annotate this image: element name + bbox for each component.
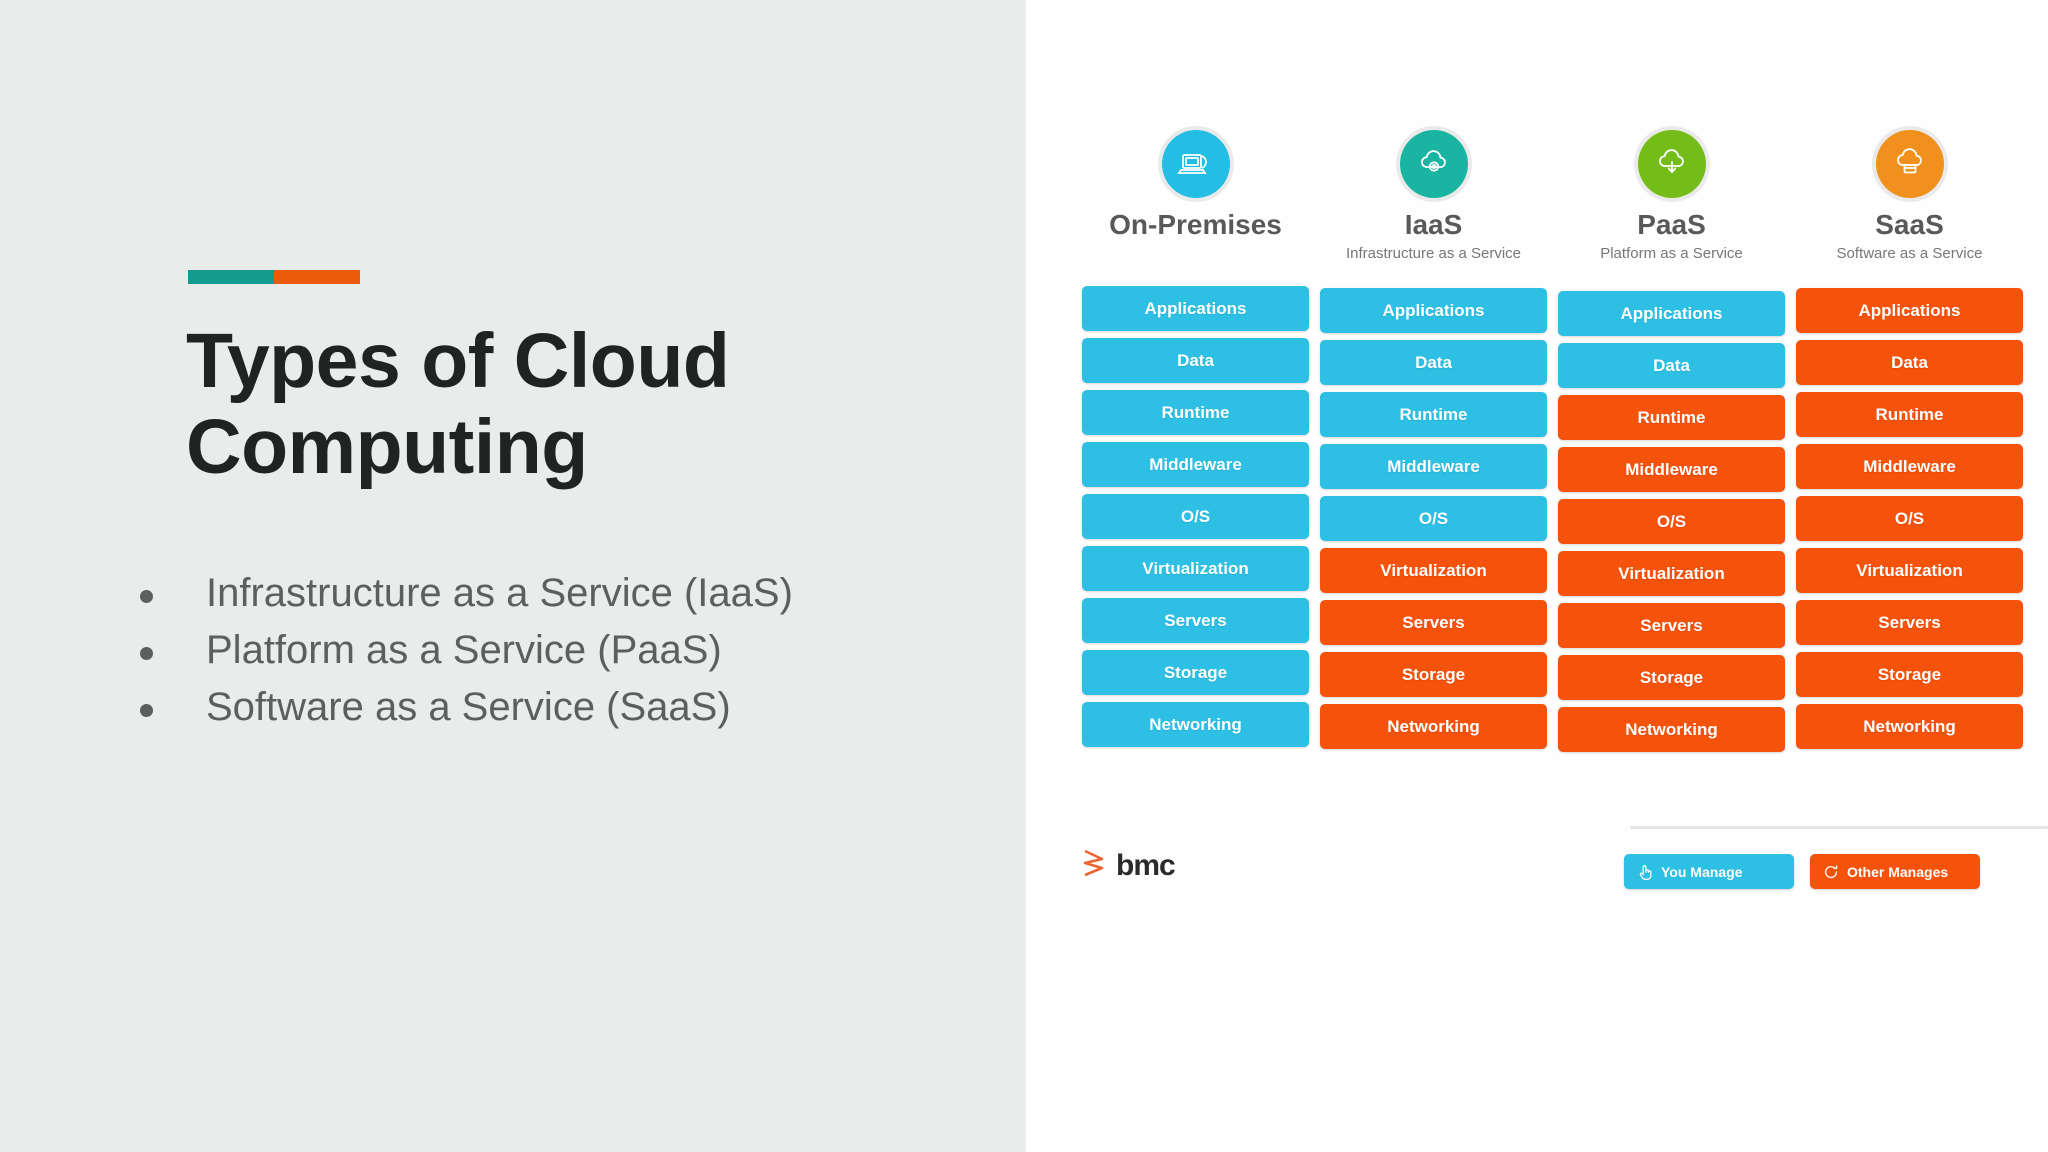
column-subtitle: Infrastructure as a Service [1345,244,1522,262]
bullet-list: Infrastructure as a Service (IaaS) Platf… [140,571,980,744]
bmc-wordmark: bmc [1116,848,1176,882]
layer-cell: Storage [1558,655,1785,700]
column-header-saas: SaaS Software as a Service [1796,130,2023,264]
layer-cell: Networking [1320,704,1547,749]
layer-cell: Applications [1320,288,1547,333]
layer-cell: Middleware [1082,442,1309,487]
hand-pointer-icon [1636,863,1654,881]
cloud-gear-icon [1399,130,1468,198]
bullet-dot-icon [140,647,153,661]
layer-cell: Storage [1082,650,1309,695]
layer-cell: Servers [1558,603,1785,648]
page-title: Types of Cloud Computing [186,318,730,491]
layer-cell: Data [1082,338,1309,383]
list-item-label: Software as a Service (SaaS) [206,685,731,730]
layer-cell: Virtualization [1082,546,1309,591]
column-title: On-Premises [1109,209,1282,240]
server-monitor-icon [1161,130,1230,198]
layer-cell: Middleware [1558,447,1785,492]
layer-cell: Servers [1320,600,1547,645]
accent-bar-teal-segment [188,270,274,284]
column-subtitle [1082,246,1309,264]
legend-divider [1630,826,2048,829]
list-item-label: Infrastructure as a Service (IaaS) [206,571,793,615]
legend-label: You Manage [1661,863,1743,880]
layer-cell: Middleware [1320,444,1547,489]
layer-cell: Servers [1796,600,2023,645]
column-title: SaaS [1875,209,1944,240]
list-item-label: Platform as a Service (PaaS) [206,628,722,673]
column-subtitle: Software as a Service [1836,244,1983,262]
column-header-paas: PaaS Platform as a Service [1558,130,1785,264]
layer-cell: Applications [1082,286,1309,331]
layer-cell: Networking [1558,707,1785,752]
accent-bar-orange-segment [274,270,360,284]
column-title: IaaS [1404,209,1463,240]
layer-cell: Servers [1082,598,1309,643]
legend-item-other-manages: Other Manages [1810,854,1980,889]
layer-cell: Runtime [1558,395,1785,440]
column-subtitle: Platform as a Service [1600,244,1743,262]
column-title: PaaS [1637,209,1706,240]
layer-cell: Virtualization [1796,548,2023,593]
layer-cell: Runtime [1320,392,1547,437]
refresh-circle-icon [1822,863,1840,881]
diagram-column-headers: On-Premises IaaS Infrastructure as a Ser… [1082,130,2048,264]
layer-cell: O/S [1558,499,1785,544]
cloud-service-model-diagram: On-Premises IaaS Infrastructure as a Ser… [1082,0,2048,1080]
column-header-on-premises: On-Premises [1082,130,1309,264]
bullet-dot-icon [140,590,153,603]
layer-cell: O/S [1082,494,1309,539]
layer-cell: Data [1796,340,2023,385]
accent-bar [188,270,360,284]
layer-cell: Virtualization [1558,551,1785,596]
column-header-iaas: IaaS Infrastructure as a Service [1320,130,1547,264]
list-item: Infrastructure as a Service (IaaS) [140,571,980,615]
layer-cell: O/S [1796,496,2023,541]
layer-cell: Networking [1082,702,1309,747]
legend: You Manage Other Manages [1624,854,1980,889]
bmc-mark-icon [1082,848,1108,883]
bullet-dot-icon [140,704,153,718]
layer-cell: Virtualization [1320,548,1547,593]
layer-cell: Storage [1320,652,1547,697]
bmc-logo: bmc [1082,848,1176,883]
diagram-panel: On-Premises IaaS Infrastructure as a Ser… [1026,0,2048,1152]
layer-cell: Applications [1796,288,2023,333]
legend-label: Other Manages [1847,863,1949,880]
legend-item-you-manage: You Manage [1624,854,1794,889]
cloud-app-icon [1875,130,1944,198]
layer-cell: Storage [1796,652,2023,697]
layer-cell: Runtime [1796,392,2023,437]
layer-cell: Middleware [1796,444,2023,489]
layer-cell: Data [1558,343,1785,388]
cloud-download-icon [1637,130,1706,198]
layer-cell: Data [1320,340,1547,385]
layer-cell: Applications [1558,291,1785,336]
layer-cell: Networking [1796,704,2023,749]
list-item: Platform as a Service (PaaS) [140,628,980,673]
layer-cell: O/S [1320,496,1547,541]
left-content-panel: Types of Cloud Computing Infrastructure … [0,0,1026,1152]
list-item: Software as a Service (SaaS) [140,686,980,729]
layer-cell: Runtime [1082,390,1309,435]
